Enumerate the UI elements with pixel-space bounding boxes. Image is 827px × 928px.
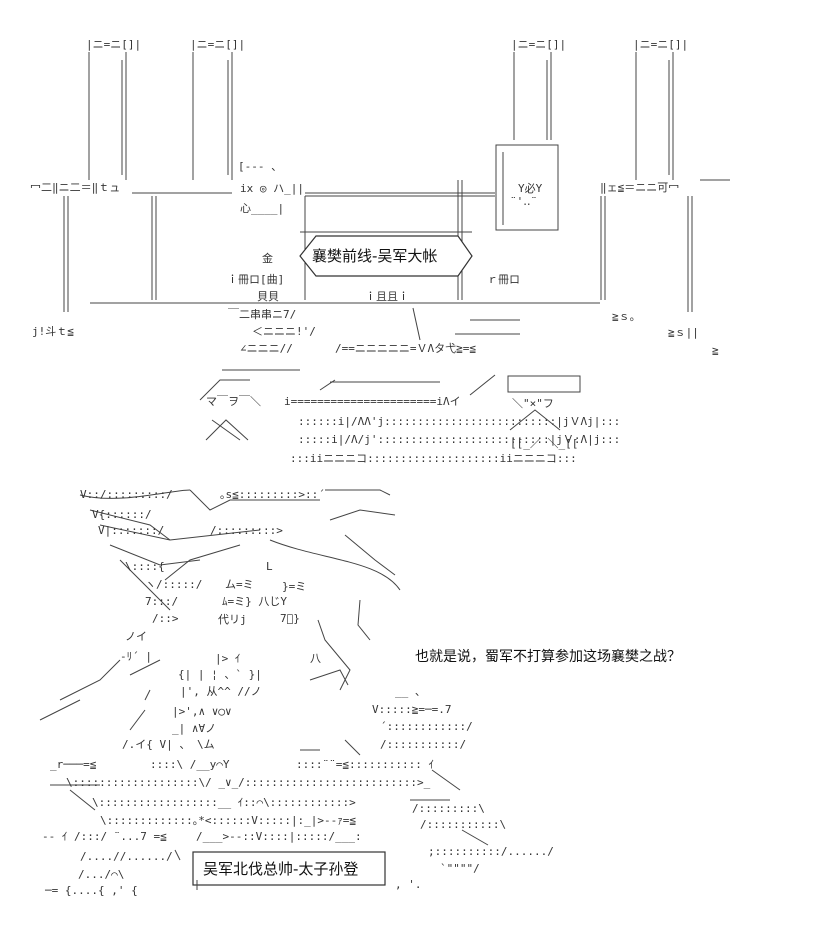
- camp-sign-frame: [299, 235, 473, 277]
- svg-text:\:::::::::::::::::::\/ _∨_/:::: \:::::::::::::::::::\/ _∨_/:::::::::::::…: [66, 776, 431, 789]
- pillar-right-1: |ニ=ニ[]|: [511, 38, 566, 140]
- svg-text:L: L: [266, 560, 273, 573]
- circle-mark: ix ◎ ハ_||: [240, 182, 304, 195]
- svg-text:/___>‐-::V::::|:::::/___:: /___>‐-::V::::|:::::/___:: [196, 830, 362, 843]
- svg-text:/.イ{ V| 、 \ム: /.イ{ V| 、 \ム: [122, 738, 215, 751]
- svg-text:|>',∧ ∨◯∨: |>',∧ ∨◯∨: [172, 705, 232, 718]
- gate-right-glyph-2: ｒ冊ロ: [487, 273, 520, 286]
- svg-text:}=ミ: }=ミ: [282, 580, 306, 593]
- commander-sign-frame: [192, 851, 386, 886]
- svg-text:≧ｓ||: ≧ｓ||: [668, 326, 699, 339]
- svg-text:≧: ≧: [712, 344, 719, 357]
- figure-brow: ム=ミ: [225, 578, 254, 591]
- figure-base: ─= {....{ ,' {: [44, 884, 138, 897]
- svg-text:/....//....../: /....//....../: [80, 850, 173, 863]
- hanging-box-right: Y必Y ¨'‥¨: [495, 144, 559, 231]
- svg-text:｡s≦:::::::::>::´: ｡s≦:::::::::>::´: [220, 488, 325, 501]
- pillar-top-glyph: |ニ=ニ[]|: [86, 38, 141, 51]
- svg-text:, '.: , '.: [395, 878, 422, 891]
- svg-text:/:::::::::::/: /:::::::::::/: [380, 738, 466, 751]
- banner-right-glyph: ‖ェ≦＝ニニ可冖: [600, 181, 679, 194]
- svg-text:7:::/: 7:::/: [145, 595, 178, 608]
- steps-top: ￣二串串ニ7/: [228, 307, 296, 321]
- heart-mark: 心____|: [240, 202, 284, 215]
- svg-text:::::¨¨=≦::::::::::: ｲ: ::::¨¨=≦::::::::::: ｲ: [296, 758, 434, 771]
- svg-text:V|:::::::/: V|:::::::/: [98, 524, 164, 537]
- pillar-left-2: |ニ=ニ[]|: [190, 38, 245, 180]
- svg-text:\::::{: \::::{: [125, 560, 165, 573]
- svg-text:\::::::::::::::::::__ ｲ::⌒\:::: \::::::::::::::::::__ ｲ::⌒\::::::::::::>: [92, 796, 356, 809]
- svg-text:`""""/: `""""/: [440, 862, 480, 875]
- camp-sign-label: 襄樊前线-吴军大帐: [312, 247, 438, 265]
- figure-scene: V::/:::::::::/ ｡s≦:::::::::>::´ V{::::::…: [39, 488, 554, 897]
- figure-mark: ﾑ=ミ} 八じY: [222, 595, 287, 608]
- svg-text:¨'‥¨: ¨'‥¨: [510, 195, 537, 208]
- basin: :::iiニニニコ::::::::::::::::::::iiニニニコ:::: [290, 452, 577, 465]
- figure-sleeve: _r───=≦: [50, 758, 97, 771]
- svg-text:ノイ: ノイ: [125, 630, 147, 643]
- figure-hand: V:::::≧=─=.7: [372, 703, 451, 716]
- lattice-left: ::::::i|/ΛΛ'j::::::::::::::::::::::::::|…: [298, 415, 620, 428]
- svg-text:;::::::::::/....../: ;::::::::::/....../: [428, 845, 554, 858]
- pillar-left-1: |ニ=ニ[]|: [86, 38, 141, 180]
- svg-text:[[_／ ＼_[[: [[_／ ＼_[[: [510, 437, 578, 450]
- bridge-floor: i======================iΛイ: [284, 395, 461, 408]
- svg-text:|> ｲ: |> ｲ: [215, 652, 240, 665]
- pillar-top-glyph: |ニ=ニ[]|: [190, 38, 245, 51]
- svg-text:/:::::::::::\: /:::::::::::\: [420, 818, 506, 831]
- svg-text:八: 八: [310, 652, 321, 665]
- figure-face: 代リj: [218, 613, 247, 626]
- svg-text:/:::::::::>: /:::::::::>: [210, 524, 283, 537]
- svg-text:V::/:::::::::/: V::/:::::::::/: [80, 488, 173, 501]
- svg-text:\:::::::::::::｡*<::::::V:::::|: \:::::::::::::｡*<::::::V:::::|:_|>‐‐ｧ=≦: [100, 814, 356, 827]
- svg-text:_| ∧∀ノ: _| ∧∀ノ: [172, 722, 216, 735]
- svg-text::::::i|/Λ/j'::::::::::::::::::: :::::i|/Λ/j'::::::::::::::::::::::::::|j…: [298, 433, 620, 446]
- commander-sign-label: 吴军北伐总帅-太子孙登: [203, 860, 359, 878]
- svg-text:/:::::::::\: /:::::::::\: [412, 802, 485, 815]
- svg-text:/.../⌒\: /.../⌒\: [78, 868, 124, 881]
- gate-glyph: ｉ冊ロ[曲]: [227, 273, 284, 286]
- svg-text:7ﾞ}: 7ﾞ}: [280, 612, 300, 625]
- svg-text:‐‐ ｲ /:::/ ¨...7 =≦: ‐‐ ｲ /:::/ ¨...7 =≦: [42, 830, 167, 843]
- gate-right-glyph: ｉ且且ｉ: [365, 290, 409, 303]
- yy-mark: Y必Y: [518, 182, 543, 195]
- svg-text:＼"×"フ: ＼"×"フ: [512, 397, 554, 410]
- camp-scene: |ニ=ニ[]| |ニ=ニ[]| |ニ=ニ[]| |ニ=ニ[]| 冖二‖ニ二＝: [30, 38, 730, 465]
- svg-text:マ￣ヲ￣＼: マ￣ヲ￣＼: [206, 394, 261, 408]
- svg-text:ヽ/:::::/: ヽ/:::::/: [145, 578, 202, 591]
- svg-text:-ﾘ´ |: -ﾘ´ |: [120, 650, 152, 663]
- tent-roof-glyph: [‐‐‐ 、: [238, 160, 282, 173]
- pillar-top-glyph: |ニ=ニ[]|: [633, 38, 688, 51]
- gate-glyph-2: 貝貝: [257, 290, 279, 303]
- svg-text:::::\ /__y⌒Y: ::::\ /__y⌒Y: [150, 758, 230, 771]
- left-edge-glyph: j!斗ｔ≦: [32, 325, 74, 338]
- svg-text:´::::::::::::/: ´::::::::::::/: [380, 720, 473, 733]
- bridge-rail: /==ニニニニニ=ＶΛタ弋≧=≦: [335, 342, 476, 355]
- svg-text:|', 从^^ //ノ: |', 从^^ //ノ: [180, 685, 262, 698]
- svg-text:V{::::::/: V{::::::/: [92, 508, 152, 521]
- gate-gold-glyph: 金: [262, 251, 273, 265]
- svg-text:{| | ¦ 、` }|: {| | ¦ 、` }|: [178, 668, 262, 681]
- pillar-right-2: |ニ=ニ[]|: [633, 38, 688, 180]
- svg-text:/::>: /::>: [152, 612, 179, 625]
- steps-low: ∠ニニニ//: [240, 342, 293, 355]
- pillar-top-glyph: |ニ=ニ[]|: [511, 38, 566, 51]
- dialogue-line: 也就是说，蜀军不打算参加这场襄樊之战？: [415, 649, 681, 665]
- right-edge-glyph: ≧ｓ。: [612, 310, 641, 323]
- banner-left-glyph: 冖二‖ニ二＝‖ｔュ: [30, 181, 120, 194]
- svg-text:__ 、: __ 、: [395, 685, 426, 698]
- steps-mid: ＜ニニニ!'/: [252, 325, 316, 338]
